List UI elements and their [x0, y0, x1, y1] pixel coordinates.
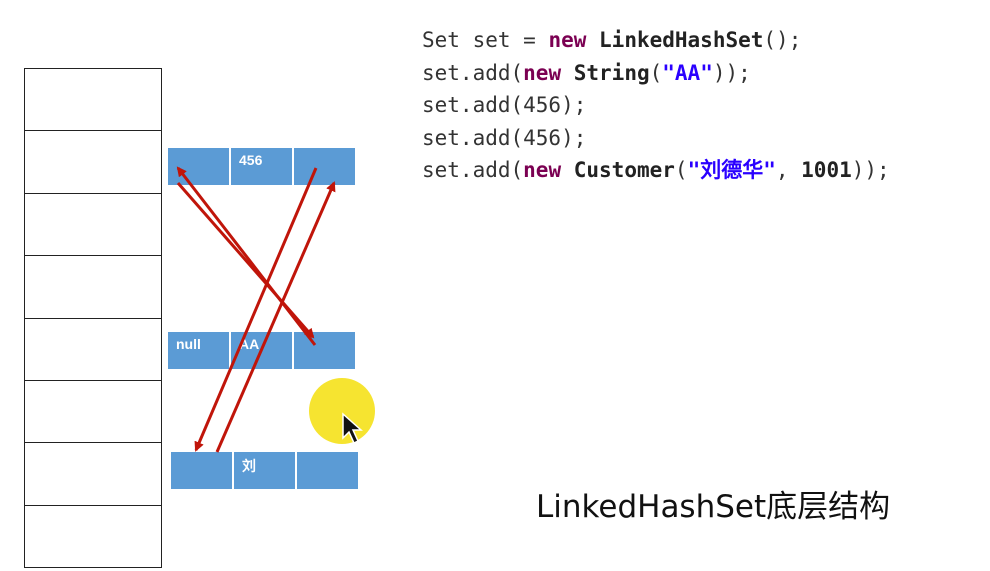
mouse-pointer-icon: [342, 412, 363, 445]
code-line: set.add(new Customer("刘德华", 1001));: [422, 154, 890, 187]
code-token: 1001: [801, 158, 852, 182]
code-token: new: [523, 158, 562, 182]
linked-node-456: 456: [168, 148, 355, 185]
diagram-caption: LinkedHashSet底层结构: [536, 489, 891, 525]
code-token: Customer: [573, 158, 675, 182]
node-after-pointer: [294, 148, 355, 185]
code-token: [561, 61, 574, 85]
linked-node-aa: null AA: [168, 332, 355, 369]
code-line: set.add(new String("AA"));: [422, 57, 890, 90]
code-token: LinkedHashSet: [599, 28, 764, 52]
code-token: ));: [712, 60, 751, 85]
table-slot: [25, 319, 161, 381]
table-slot: [25, 256, 161, 319]
table-slot: [25, 381, 161, 444]
code-token: new: [548, 28, 587, 52]
code-token: [561, 158, 574, 182]
code-token: set.add(456);: [422, 93, 587, 117]
node-before-pointer: [171, 452, 232, 489]
code-token: (: [649, 60, 663, 85]
code-token: new: [523, 60, 562, 85]
code-token: set.add(456);: [422, 125, 587, 150]
code-token: set.add(: [422, 60, 524, 85]
arrow-aa-to-456: [176, 166, 317, 346]
code-token: Set set =: [422, 28, 549, 52]
node-before-pointer: null: [168, 332, 229, 369]
code-token: "AA": [662, 60, 713, 85]
hash-table-array: [24, 68, 162, 568]
code-token: [586, 28, 599, 52]
node-value: 刘: [234, 452, 295, 489]
code-token: ();: [763, 28, 802, 52]
code-token: (: [674, 158, 688, 182]
table-slot: [25, 194, 161, 257]
table-slot: [25, 131, 161, 194]
code-token: "刘德华": [687, 158, 776, 182]
table-slot: [25, 506, 161, 568]
code-token: set.add(: [422, 158, 524, 182]
cursor-highlight: [309, 378, 375, 444]
table-slot: [25, 69, 161, 132]
table-slot: [25, 443, 161, 506]
linked-node-liu: 刘: [171, 452, 358, 489]
code-token: ,: [775, 158, 802, 182]
code-line: Set set = new LinkedHashSet();: [422, 24, 890, 57]
code-line: set.add(456);: [422, 122, 890, 155]
node-after-pointer: [297, 452, 358, 489]
code-token: ));: [851, 158, 890, 182]
arrow-liu-to-456: [215, 181, 336, 453]
code-snippet: Set set = new LinkedHashSet();set.add(ne…: [422, 24, 890, 187]
code-line: set.add(456);: [422, 89, 890, 122]
node-value: 456: [231, 148, 292, 185]
code-token: String: [573, 60, 650, 85]
arrow-456-to-liu: [194, 167, 318, 452]
